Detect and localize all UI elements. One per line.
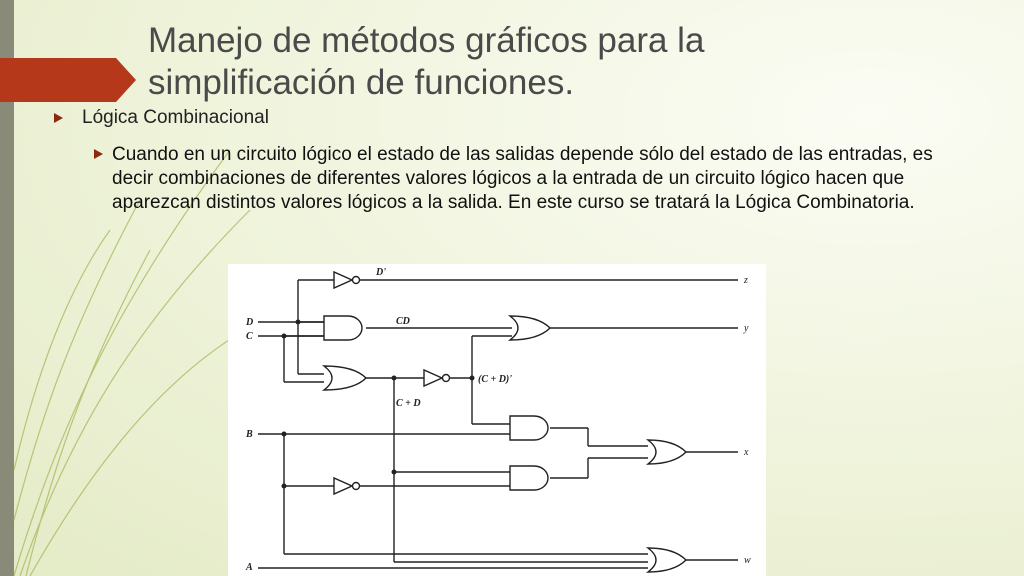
title-line-2: simplificación de funciones. <box>148 63 575 102</box>
title-arrow-banner <box>0 58 136 102</box>
output-z-label: z <box>743 275 748 286</box>
output-w-label: w <box>744 555 751 566</box>
bullet-2-text: Cuando en un circuito lógico el estado d… <box>112 144 933 213</box>
bullet-level-2: Cuando en un circuito lógico el estado d… <box>94 143 964 215</box>
input-a-label: A <box>245 562 253 573</box>
input-b-label: B <box>245 429 253 440</box>
label-c-plus-d: C + D <box>396 398 421 409</box>
decorative-lines <box>13 149 251 576</box>
label-cd: CD <box>396 316 410 327</box>
label-c-plus-d-prime: (C + D)' <box>478 374 512 385</box>
arrow-bullet-icon <box>94 149 103 159</box>
logic-circuit-image: D' CD C + D (C + D)' D C B A z y x w <box>228 264 766 576</box>
bullet-1-text: Lógica Combinacional <box>82 107 269 128</box>
bullet-level-1: Lógica Combinacional <box>54 106 269 130</box>
output-y-label: y <box>743 323 749 334</box>
logic-circuit-diagram: D' CD C + D (C + D)' D C B A z y x w <box>245 267 751 573</box>
input-d-label: D <box>245 317 253 328</box>
label-d-prime: D' <box>375 267 386 278</box>
page-title: Manejo de métodos gráficos para la simpl… <box>148 20 968 104</box>
output-x-label: x <box>743 447 749 458</box>
arrow-bullet-icon <box>54 113 63 123</box>
title-line-1: Manejo de métodos gráficos para la <box>148 21 705 60</box>
input-c-label: C <box>246 331 253 342</box>
left-sidebar-bar <box>0 0 14 576</box>
